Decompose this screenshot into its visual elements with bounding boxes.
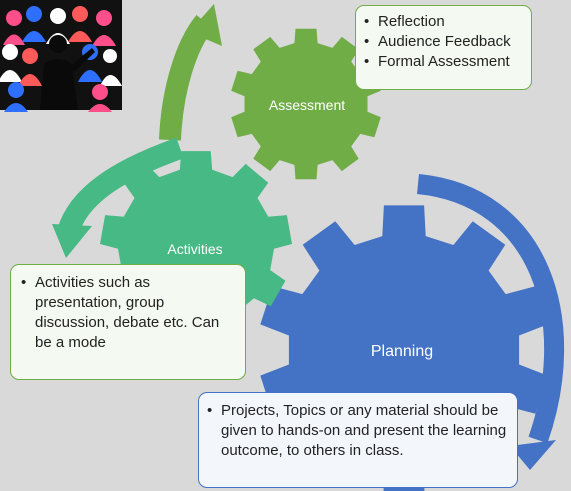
planning-note-item: Projects, Topics or any material should … — [207, 401, 509, 461]
assessment-gear-label: Assessment — [268, 97, 346, 113]
activities-gear-label: Activities — [167, 241, 223, 257]
assessment-note-item: Formal Assessment — [364, 52, 523, 72]
activities-note-list: Activities such as presentation, group d… — [21, 273, 235, 353]
assessment-note-list: Reflection Audience Feedback Formal Asse… — [364, 12, 523, 72]
planning-note: Projects, Topics or any material should … — [198, 392, 518, 488]
green-cycle-arrow — [159, 4, 222, 141]
planning-note-list: Projects, Topics or any material should … — [207, 401, 509, 461]
assessment-note: Reflection Audience Feedback Formal Asse… — [355, 5, 532, 90]
assessment-gear — [231, 28, 381, 180]
assessment-note-item: Reflection — [364, 12, 523, 32]
planning-gear-label: Planning — [370, 343, 434, 360]
teal-cycle-arrow — [52, 137, 184, 258]
assessment-note-item: Audience Feedback — [364, 32, 523, 52]
presenter-audience-illustration — [0, 0, 122, 112]
activities-note-item: Activities such as presentation, group d… — [21, 273, 235, 353]
blue-cycle-arrow — [416, 174, 565, 470]
activities-note: Activities such as presentation, group d… — [10, 264, 246, 380]
